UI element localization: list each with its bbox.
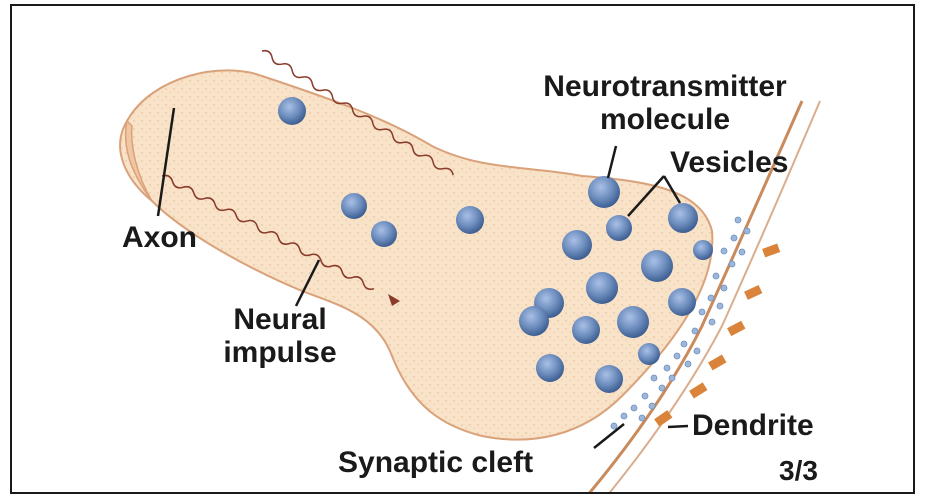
label-neural-impulse: Neural impulse — [200, 303, 360, 369]
vesicle — [278, 97, 306, 125]
label-neurotransmitter-molecule: Neurotransmitter molecule — [490, 70, 840, 136]
vesicle — [586, 272, 618, 304]
label-synaptic-cleft: Synaptic cleft — [338, 446, 533, 479]
label-dendrite: Dendrite — [692, 409, 814, 442]
vesicle — [341, 193, 367, 219]
vesicle — [536, 354, 564, 382]
leader-dendrite — [668, 426, 688, 427]
leader-neurotransmitter — [608, 146, 616, 178]
vesicle — [668, 288, 696, 316]
vesicle — [595, 365, 623, 393]
page-number: 3/3 — [779, 456, 818, 487]
label-neural-impulse-line2: impulse — [200, 336, 360, 369]
vesicle — [617, 306, 649, 338]
vesicle — [606, 215, 632, 241]
vesicle — [668, 203, 698, 233]
vesicle — [588, 176, 620, 208]
label-neural-impulse-line1: Neural — [200, 303, 360, 336]
label-axon: Axon — [122, 221, 197, 254]
vesicle — [572, 316, 600, 344]
vesicle — [371, 221, 397, 247]
label-neurotransmitter-line1: Neurotransmitter — [490, 70, 840, 103]
vesicle — [693, 240, 713, 260]
label-neurotransmitter-line2: molecule — [490, 103, 840, 136]
leader-synaptic-cleft — [594, 424, 624, 448]
vesicle — [562, 230, 592, 260]
vesicle — [519, 306, 549, 336]
vesicle — [456, 206, 484, 234]
vesicle — [641, 250, 673, 282]
diagram-frame: Neurotransmitter molecule Vesicles Axon … — [10, 4, 915, 494]
label-vesicles: Vesicles — [670, 146, 788, 179]
vesicle — [638, 343, 660, 365]
